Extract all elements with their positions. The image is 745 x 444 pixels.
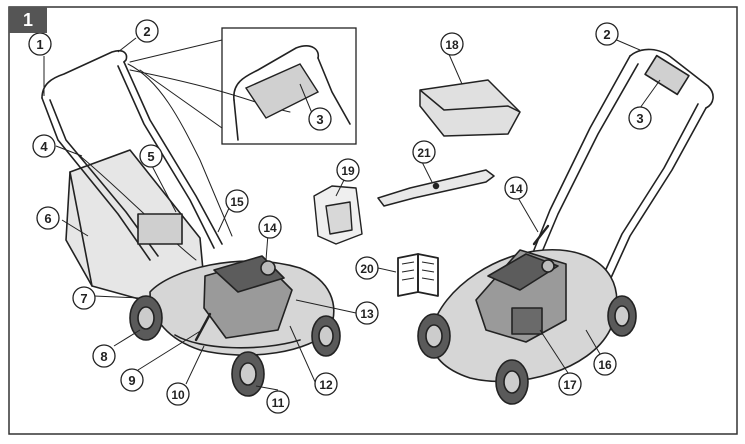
svg-text:14: 14	[509, 182, 523, 196]
engine-cover-right	[487, 253, 559, 291]
svg-text:3: 3	[316, 112, 323, 127]
bail-bar-right	[644, 54, 690, 96]
svg-text:7: 7	[80, 291, 87, 306]
callout-14: 14	[258, 215, 282, 239]
svg-text:3: 3	[636, 111, 643, 126]
svg-text:2: 2	[603, 27, 610, 42]
height-lever	[194, 312, 212, 342]
callout-6: 6	[36, 206, 60, 230]
callout-5: 5	[139, 144, 163, 168]
rear-flap	[137, 213, 183, 245]
callout-17: 17	[558, 372, 582, 396]
svg-text:15: 15	[230, 195, 244, 209]
svg-text:9: 9	[128, 373, 135, 388]
callout-20: 20	[355, 256, 379, 280]
svg-text:13: 13	[360, 307, 374, 321]
svg-text:8: 8	[100, 349, 107, 364]
air-filter	[511, 307, 543, 335]
svg-text:18: 18	[445, 38, 459, 52]
callout-9: 9	[120, 368, 144, 392]
svg-text:14: 14	[263, 221, 277, 235]
upper-handle-right	[629, 48, 714, 109]
callouts: 1 2 3 4 5 6 7 8 9 10 11 12 13 14 15 16 1…	[28, 19, 652, 414]
callout-2: 2	[135, 19, 159, 43]
callout-7: 7	[72, 286, 96, 310]
callout-3-right: 3	[628, 106, 652, 130]
right-mower	[417, 48, 714, 405]
svg-text:1: 1	[36, 37, 43, 52]
svg-text:2: 2	[143, 24, 150, 39]
callout-12: 12	[314, 372, 338, 396]
callout-21: 21	[412, 140, 436, 164]
svg-text:12: 12	[319, 378, 333, 392]
svg-text:21: 21	[417, 146, 431, 160]
left-mower	[41, 49, 341, 397]
svg-text:10: 10	[171, 388, 185, 402]
callout-18: 18	[440, 32, 464, 56]
callout-19: 19	[336, 158, 360, 182]
svg-text:20: 20	[360, 262, 374, 276]
callout-3: 3	[308, 107, 332, 131]
wheel-rear-left	[129, 295, 163, 341]
wheel-right-1	[417, 313, 451, 359]
callout-14-right: 14	[504, 176, 528, 200]
svg-text:5: 5	[147, 149, 154, 164]
callout-16: 16	[593, 352, 617, 376]
callout-10: 10	[166, 382, 190, 406]
wheel-front-right	[311, 315, 341, 357]
inset-pointer-b	[129, 39, 223, 63]
callout-8: 8	[92, 344, 116, 368]
wheel-right-2	[495, 359, 529, 405]
blade	[377, 169, 495, 207]
callout-15: 15	[225, 189, 249, 213]
inset-pointer-a	[139, 69, 223, 129]
fuel-cap-right	[541, 259, 555, 273]
svg-text:19: 19	[341, 164, 355, 178]
manual-book-icon	[397, 253, 439, 297]
handle-inset	[129, 27, 357, 145]
svg-text:4: 4	[40, 139, 48, 154]
upper-handle	[41, 49, 128, 99]
callout-2-right: 2	[595, 22, 619, 46]
svg-text:11: 11	[272, 396, 285, 410]
svg-text:6: 6	[44, 211, 51, 226]
callout-13: 13	[355, 301, 379, 325]
svg-text:17: 17	[563, 378, 577, 392]
fuel-cap	[260, 260, 276, 276]
inset-bail-bar	[244, 63, 320, 119]
figure-number: 1	[22, 10, 33, 30]
wheel-right-3	[607, 295, 637, 337]
callout-11: 11	[266, 390, 290, 414]
outer-border	[8, 6, 738, 435]
mulch-plug	[419, 79, 521, 137]
svg-text:16: 16	[598, 358, 612, 372]
wheel-front-left	[231, 351, 265, 397]
callout-1: 1	[28, 32, 52, 56]
side-discharge-chute	[313, 185, 363, 245]
inset-border	[221, 27, 357, 145]
callout-4: 4	[32, 134, 56, 158]
figure-number-badge	[9, 7, 47, 33]
lever-right	[532, 224, 550, 246]
